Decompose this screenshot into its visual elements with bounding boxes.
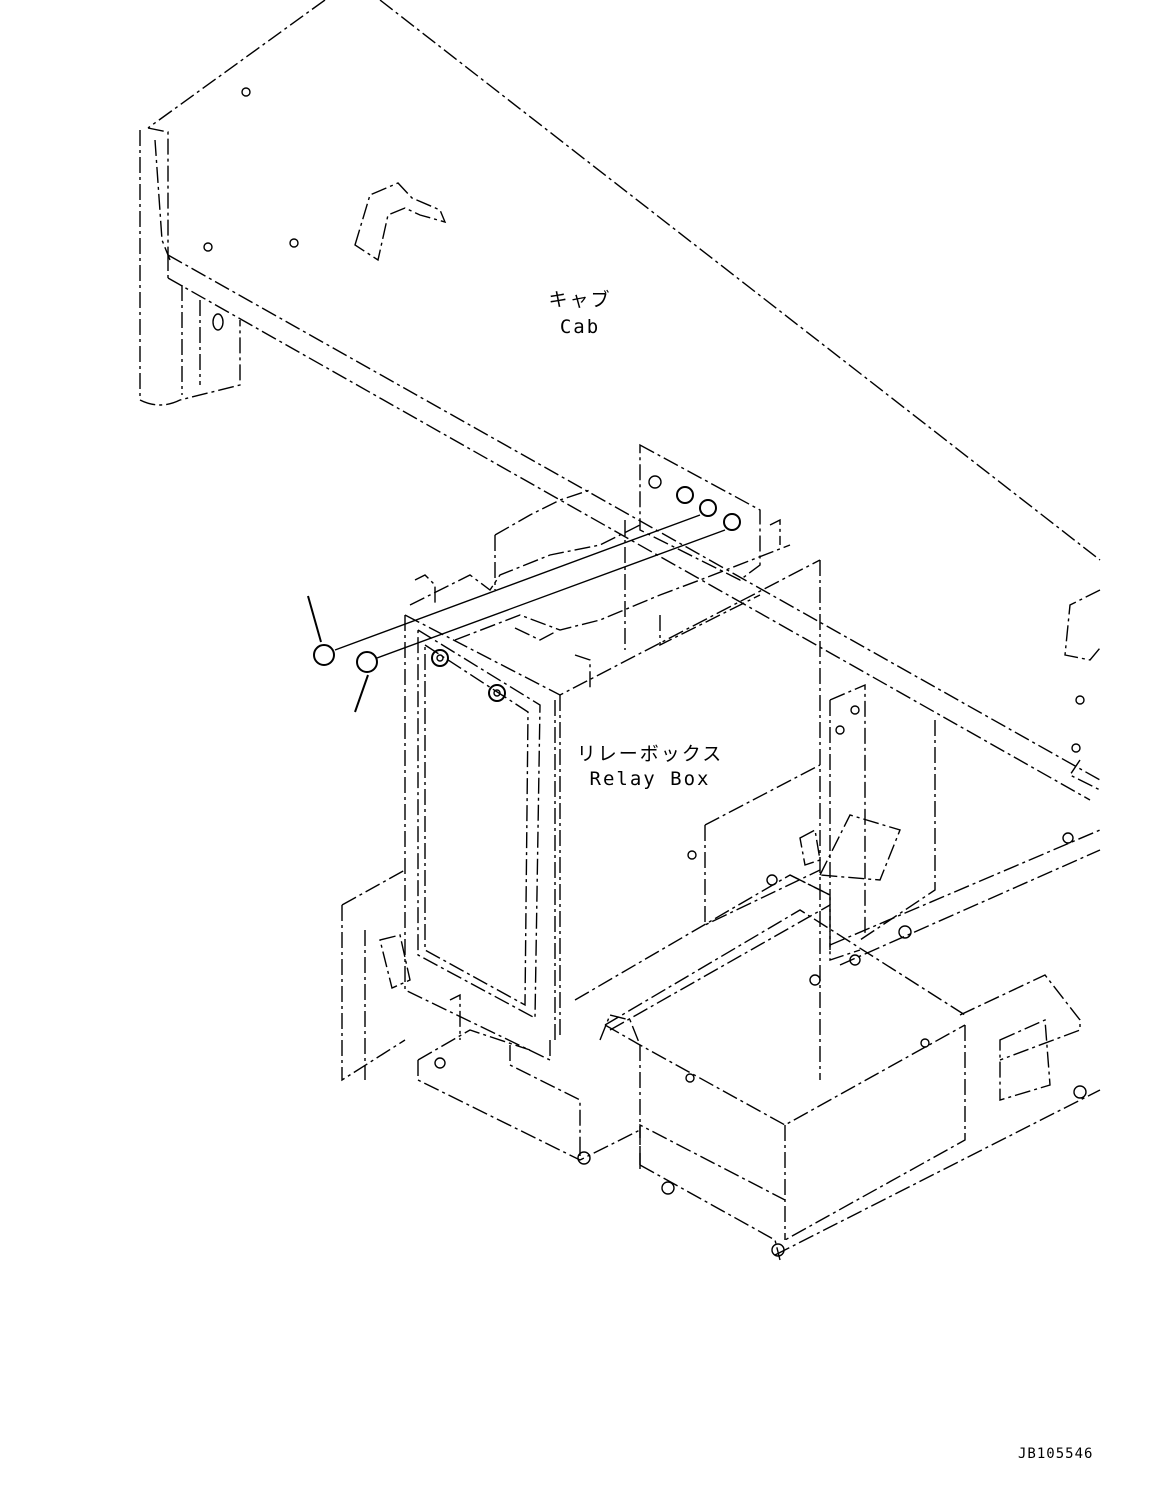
relay-box <box>379 443 866 1080</box>
cap-parts <box>307 514 726 713</box>
drawing-code: JB105546 <box>1018 1446 1094 1462</box>
cab-outline <box>139 0 1101 801</box>
relay-box-label-en: Relay Box <box>589 768 711 790</box>
frame-outline <box>341 720 1101 1261</box>
cab-label-en: Cab <box>559 316 601 338</box>
cab-label-jp: キャブ <box>548 289 612 311</box>
lower-box <box>574 814 966 1241</box>
relay-box-label-jp: リレーボックス <box>576 743 724 765</box>
